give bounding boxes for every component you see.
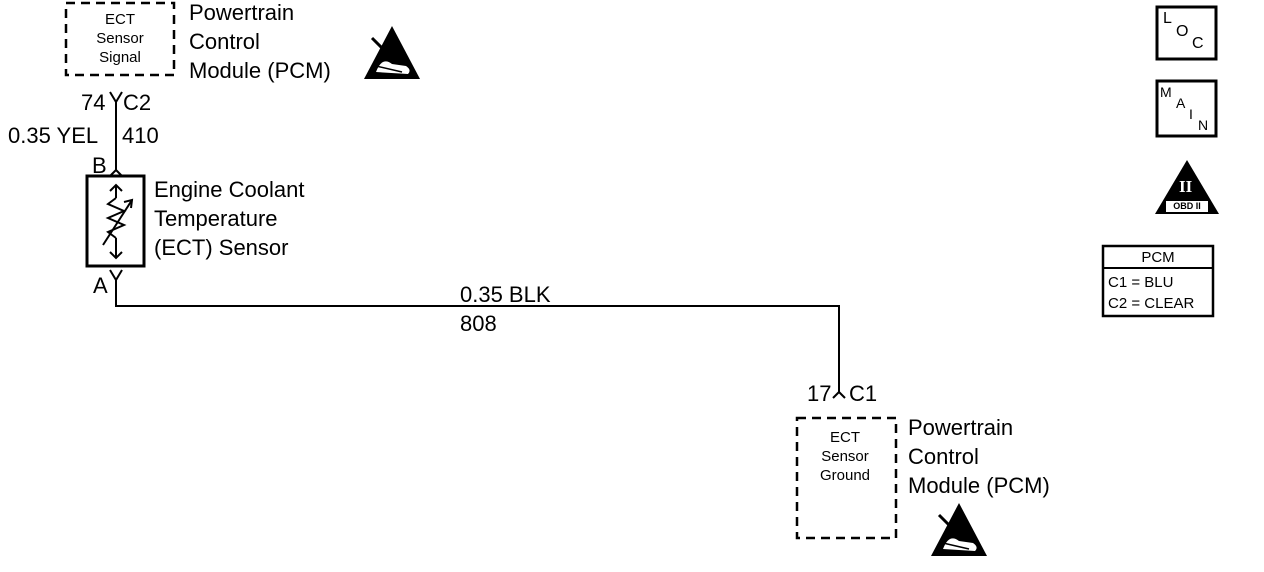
loc-letter-l: L [1163,10,1172,27]
pcm-legend-row-1: C1 = BLU [1108,274,1174,291]
pcm-top-title-line-2: Control [189,29,260,54]
obd-ii-icon [1155,160,1219,214]
pcm-bottom-title-line-2: Control [908,444,979,469]
main-icon-box [1155,79,1218,138]
pcm-bottom-title-line-1: Powertrain [908,415,1014,440]
esd-sensitive-icon [931,503,987,556]
pcm-top-inner-line-3: Signal [99,49,141,66]
loc-letter-o: O [1176,23,1189,40]
sensor-title-line-1: Engine Coolant [154,177,305,202]
pcm-top-inner-line-1: ECT [105,11,135,28]
pin-a-symbol [109,269,123,281]
connector-top-id: C2 [123,90,152,115]
pcm-bottom-title-line-3: Module (PCM) [908,473,1050,498]
wire-808 [115,280,840,392]
pcm-legend-box [1101,244,1215,318]
loc-icon-box [1155,5,1218,61]
connector-c1-symbol [832,391,846,399]
ect-sensor-box [85,174,146,268]
wire-bottom-gauge-color: 0.35 BLK [460,282,551,307]
pcm-legend-row-2: C2 = CLEAR [1108,295,1195,312]
pcm-bottom-inner-line-2: Sensor [821,448,869,465]
main-letter-a: A [1176,95,1186,111]
main-letter-n: N [1198,117,1209,133]
pcm-bottom-inner-line-3: Ground [819,467,871,484]
pcm-top-title: Powertrain Control Module (PCM) [189,0,331,85]
pcm-top-dashed-box [64,1,176,77]
wire-top-circuit: 410 [122,123,159,148]
loc-letter-c: C [1192,35,1204,52]
connector-c2-symbol [109,91,123,103]
obd-numeral: II [1179,177,1193,196]
wire-bottom-circuit: 808 [460,311,497,336]
sensor-title-line-3: (ECT) Sensor [154,235,289,260]
pcm-top-title-line-3: Module (PCM) [189,58,331,83]
pcm-bottom-inner-label: ECT Sensor Ground [799,428,891,485]
main-letter-i: I [1189,106,1193,122]
connector-bottom-id: C1 [849,381,878,406]
pcm-legend-title: PCM [1141,249,1175,266]
pcm-bottom-inner-line-1: ECT [830,429,860,446]
pcm-top-inner-line-2: Sensor [96,30,144,47]
wire-top-gauge-color: 0.35 YEL [8,123,99,148]
pcm-top-title-line-1: Powertrain [189,0,295,25]
thermistor-icon [102,183,134,260]
pcm-bottom-dashed-box [795,416,898,540]
obd-text: OBD II [1173,201,1201,211]
sensor-title-line-2: Temperature [154,206,278,231]
main-letter-m: M [1160,84,1172,100]
pcm-top-inner-label: ECT Sensor Signal [68,10,172,67]
esd-sensitive-icon [364,26,420,79]
sensor-title: Engine Coolant Temperature (ECT) Sensor [154,175,304,262]
pcm-bottom-title: Powertrain Control Module (PCM) [908,413,1050,500]
connector-top-pin: 74 [81,90,106,115]
sensor-pin-a: A [93,273,108,298]
sensor-pin-b: B [92,153,107,178]
connector-bottom-pin: 17 [807,381,832,406]
